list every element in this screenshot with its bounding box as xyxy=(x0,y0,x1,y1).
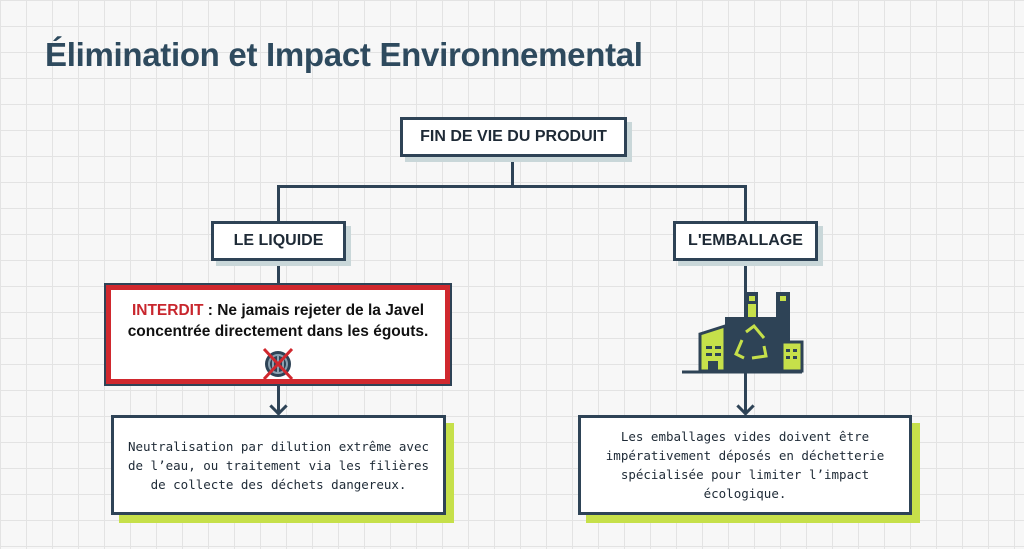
recycling-factory-icon xyxy=(680,286,804,381)
connector xyxy=(511,156,514,187)
warning-text: : Ne jamais rejeter de la Javel concentr… xyxy=(127,302,429,340)
warning-tag: INTERDIT xyxy=(131,302,204,319)
connector xyxy=(277,185,747,188)
liquid-description: Neutralisation par dilution extrême avec… xyxy=(111,415,446,515)
packaging-node: L'EMBALLAGE xyxy=(673,221,818,261)
no-sewer-icon xyxy=(111,346,445,388)
arrow-down-icon xyxy=(736,397,755,416)
packaging-description: Les emballages vides doivent être impéra… xyxy=(578,415,912,515)
connector xyxy=(744,185,747,222)
connector xyxy=(277,383,280,413)
connector xyxy=(277,185,280,222)
arrow-down-icon xyxy=(269,397,288,416)
page-title: Élimination et Impact Environnemental xyxy=(45,36,643,73)
root-node: FIN DE VIE DU PRODUIT xyxy=(400,117,627,157)
liquid-node: LE LIQUIDE xyxy=(211,221,346,261)
connector xyxy=(277,259,280,286)
warning-box: INTERDIT : Ne jamais rejeter de la Javel… xyxy=(104,283,452,386)
